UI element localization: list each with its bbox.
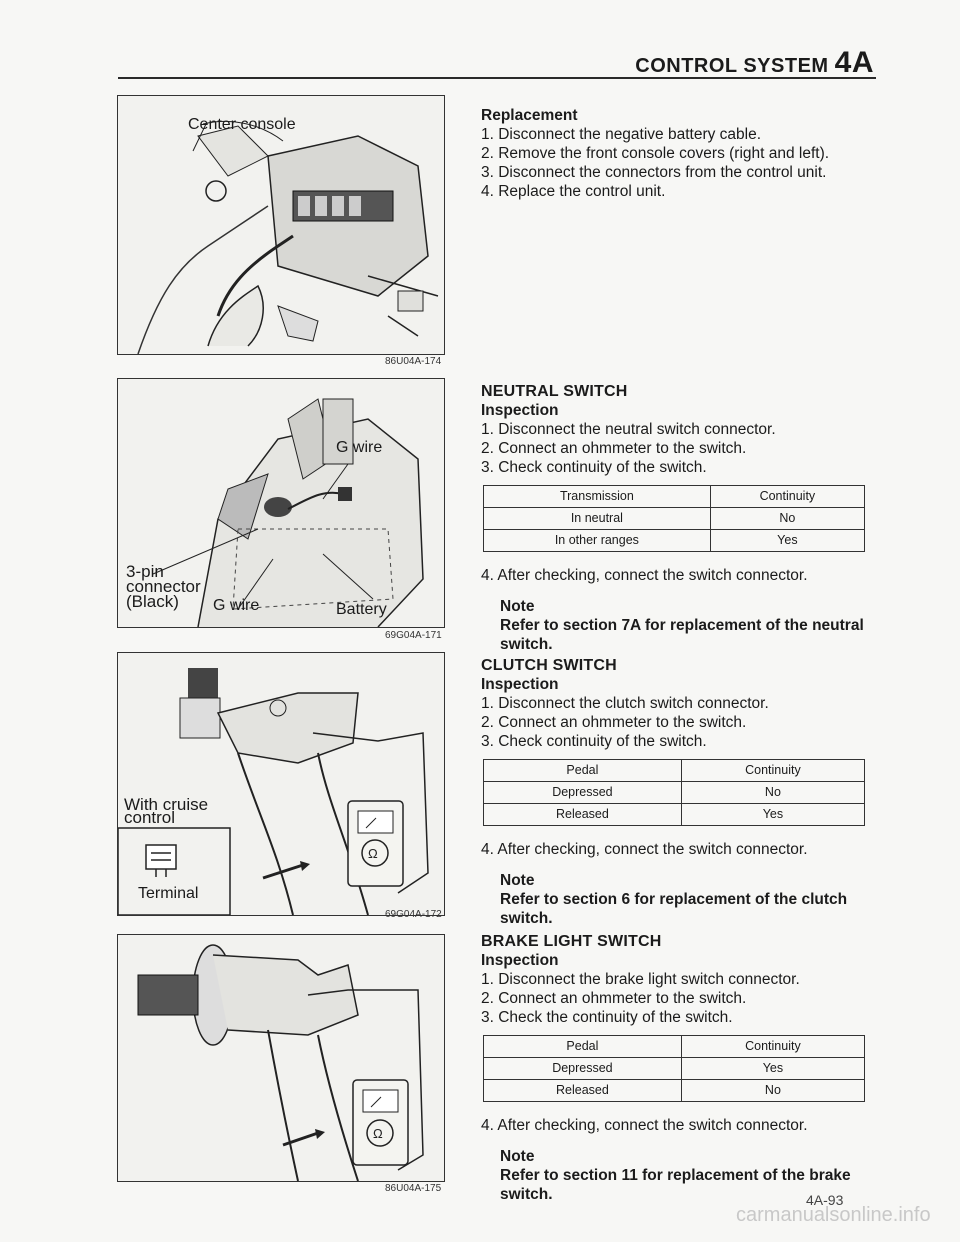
figure-code: 86U04A-175 xyxy=(385,1183,442,1194)
neutral-note: Note Refer to section 7A for replacement… xyxy=(500,597,871,654)
note-text: Refer to section 11 for replacement of t… xyxy=(500,1167,851,1203)
table-cell: Depressed xyxy=(483,781,682,804)
figure-label-connector-word: connector xyxy=(126,577,201,596)
table-cell: No xyxy=(709,507,866,530)
replacement-step: 3. Disconnect the connectors from the co… xyxy=(481,164,827,181)
page-number: 4A-93 xyxy=(806,1192,844,1208)
brake-step: 3. Check the continuity of the switch. xyxy=(481,1009,733,1026)
watermark: carmanualsonline.info xyxy=(736,1204,931,1226)
note-text: Refer to section 6 for replacement of th… xyxy=(500,891,848,927)
section-title: CONTROL SYSTEM 4A xyxy=(635,46,874,80)
section-title-text: CONTROL SYSTEM xyxy=(635,55,829,77)
neutral-subheading: Inspection xyxy=(481,402,559,419)
figure-code: 86U04A-174 xyxy=(385,356,442,367)
brake-step: 1. Disconnect the brake light switch con… xyxy=(481,971,800,988)
figure-label-connector: 3-pin connector (Black) xyxy=(126,562,201,611)
figure-label-cruise: With cruise control xyxy=(124,795,209,827)
replacement-step: 4. Replace the control unit. xyxy=(481,183,666,200)
figure-clutch-switch: Ω With cruise control Terminal xyxy=(117,652,445,916)
neutral-step: 3. Check continuity of the switch. xyxy=(481,459,707,476)
replacement-step: 2. Remove the front console covers (righ… xyxy=(481,145,830,162)
figure-label-g-wire-top: G wire xyxy=(336,439,383,456)
neutral-step: 2. Connect an ohmmeter to the switch. xyxy=(481,440,747,457)
table-header-cell: Continuity xyxy=(709,485,866,508)
table-cell: Released xyxy=(483,1079,682,1102)
clutch-note: Note Refer to section 6 for replacement … xyxy=(500,871,871,928)
note-label: Note xyxy=(500,598,535,615)
clutch-switch-illustration: Ω xyxy=(118,668,429,915)
brake-switch-illustration: Ω xyxy=(137,944,424,1181)
note-text: Refer to section 7A for replacement of t… xyxy=(500,617,864,653)
brake-heading: BRAKE LIGHT SWITCH xyxy=(481,933,662,950)
neutral-switch-section: NEUTRAL SWITCH Inspection 1. Disconnect … xyxy=(481,382,871,654)
brake-switch-section: BRAKE LIGHT SWITCH Inspection 1. Disconn… xyxy=(481,932,871,1204)
figure-center-console: Center console xyxy=(117,95,445,355)
figure-code: 69G04A-172 xyxy=(385,909,442,920)
table-cell: Yes xyxy=(680,803,866,826)
figure-label-center-console: Center console xyxy=(188,116,296,133)
table-cell: Yes xyxy=(680,1057,866,1080)
note-label: Note xyxy=(500,1148,535,1165)
figure-brake-switch: Ω xyxy=(117,934,445,1182)
table-header-cell: Continuity xyxy=(680,1035,866,1058)
table-header-cell: Transmission xyxy=(483,485,711,508)
figure-label-black: (Black) xyxy=(126,592,179,611)
table-header-cell: Pedal xyxy=(483,1035,682,1058)
note-label: Note xyxy=(500,872,535,889)
replacement-step: 1. Disconnect the negative battery cable… xyxy=(481,126,762,143)
figure-label-g-wire-bottom: G wire xyxy=(213,597,260,614)
table-cell: In neutral xyxy=(483,507,711,530)
table-cell: In other ranges xyxy=(483,529,711,552)
table-header-cell: Pedal xyxy=(483,759,682,782)
brake-subheading: Inspection xyxy=(481,952,559,969)
figure-label-battery: Battery xyxy=(336,601,387,618)
header-rule xyxy=(118,77,876,79)
neutral-heading: NEUTRAL SWITCH xyxy=(481,383,628,400)
center-console-illustration xyxy=(137,120,439,354)
neutral-switch-illustration xyxy=(152,398,424,627)
neutral-step: 1. Disconnect the neutral switch connect… xyxy=(481,421,776,438)
table-cell: Yes xyxy=(709,529,866,552)
figure-code: 69G04A-171 xyxy=(385,630,442,641)
figure-label-terminal: Terminal xyxy=(138,885,199,902)
neutral-step: 4. After checking, connect the switch co… xyxy=(481,567,808,584)
brake-step: 4. After checking, connect the switch co… xyxy=(481,1117,808,1134)
clutch-switch-section: CLUTCH SWITCH Inspection 1. Disconnect t… xyxy=(481,656,871,928)
clutch-heading: CLUTCH SWITCH xyxy=(481,657,617,674)
section-number: 4A xyxy=(834,46,874,79)
svg-text:Ω: Ω xyxy=(373,1126,383,1141)
figure-label-control: control xyxy=(124,808,176,827)
clutch-step: 4. After checking, connect the switch co… xyxy=(481,841,808,858)
table-header-cell: Continuity xyxy=(680,759,866,782)
table-cell: No xyxy=(680,781,866,804)
clutch-subheading: Inspection xyxy=(481,676,559,693)
clutch-step: 2. Connect an ohmmeter to the switch. xyxy=(481,714,747,731)
figure-label-3pin: 3-pin xyxy=(126,562,164,581)
figure-neutral-switch: G wire 3-pin connector (Black) G wire Ba… xyxy=(117,378,445,628)
clutch-step: 1. Disconnect the clutch switch connecto… xyxy=(481,695,769,712)
table-cell: No xyxy=(680,1079,866,1102)
table-cell: Depressed xyxy=(483,1057,682,1080)
clutch-step: 3. Check continuity of the switch. xyxy=(481,733,707,750)
svg-text:Ω: Ω xyxy=(368,846,378,861)
replacement-section: Replacement 1. Disconnect the negative b… xyxy=(481,106,871,201)
replacement-heading: Replacement xyxy=(481,107,578,124)
brake-note: Note Refer to section 11 for replacement… xyxy=(500,1147,871,1204)
page-footer: carmanualsonline.info 4A-93 xyxy=(736,1192,931,1227)
table-cell: Released xyxy=(483,803,682,826)
brake-step: 2. Connect an ohmmeter to the switch. xyxy=(481,990,747,1007)
figure-label-with-cruise: With cruise xyxy=(124,795,209,814)
